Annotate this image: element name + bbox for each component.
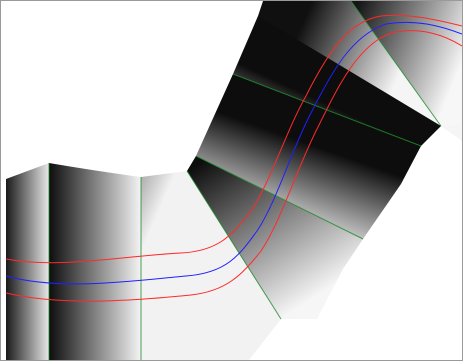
road-band-segment: [49, 163, 141, 360]
